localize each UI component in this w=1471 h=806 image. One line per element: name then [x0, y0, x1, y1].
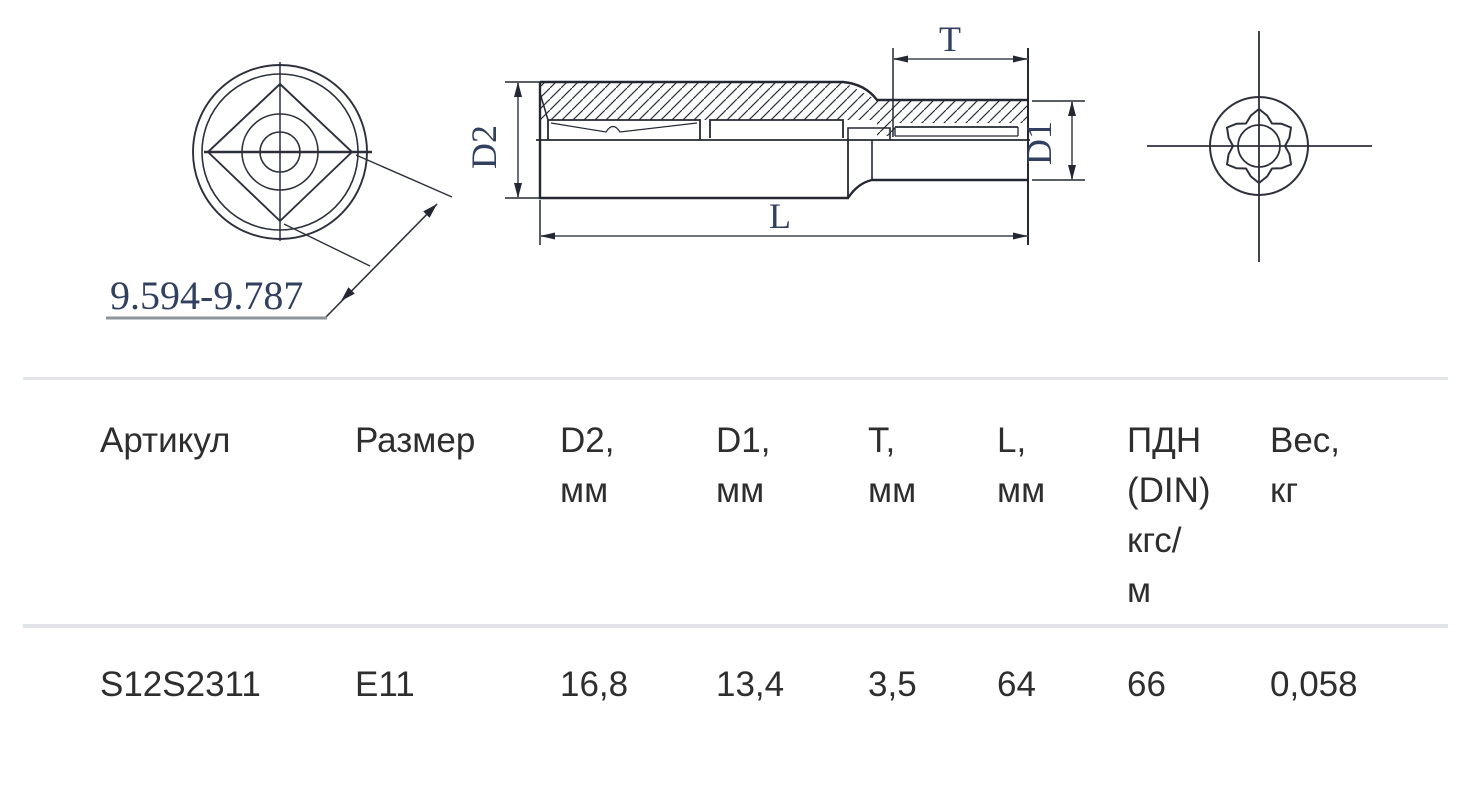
column-header-d2: D2, мм — [560, 416, 716, 616]
extension-line — [355, 154, 453, 198]
torx-profile — [1226, 108, 1292, 184]
cell-weight: 0,058 — [1270, 665, 1358, 704]
pilot-hole-circle — [259, 131, 301, 173]
header-line: мм — [868, 471, 917, 510]
cell-l: 64 — [997, 665, 1036, 704]
arrowhead — [1013, 55, 1028, 63]
arrowhead — [1068, 165, 1076, 180]
arrowhead — [341, 287, 355, 301]
header-line: ПДН — [1127, 421, 1202, 460]
dimension-label-l: L — [769, 196, 791, 236]
header-line: Размер — [355, 421, 476, 460]
header-line: (DIN) — [1127, 471, 1211, 510]
cell-article: S12S2311 — [100, 665, 261, 704]
torx-recess-profile — [550, 122, 698, 133]
header-line: Вес, — [1270, 421, 1341, 460]
torx-recess-outline — [547, 119, 701, 140]
arrowhead — [893, 55, 908, 63]
dimension-d2: D2 — [464, 81, 545, 199]
spec-table-header: Артикул Размер D2, мм D1, мм T, мм L, мм… — [100, 416, 1460, 616]
column-header-article: Артикул — [100, 416, 355, 616]
square-drive-dimension-label: 9.594-9.787 — [110, 273, 303, 318]
dimension-label-d1: D1 — [1019, 121, 1059, 165]
header-line: D1, — [716, 421, 771, 460]
header-line: кг — [1270, 471, 1299, 510]
arrowhead — [514, 183, 522, 198]
header-line: мм — [716, 471, 765, 510]
column-header-l: L, мм — [997, 416, 1127, 616]
square-drive-hole — [207, 83, 353, 222]
dimension-t: T — [892, 19, 1028, 137]
arrowhead — [514, 82, 522, 97]
header-line: L, — [997, 421, 1027, 460]
column-header-pdn: ПДН (DIN) кгс/ м — [1127, 416, 1270, 616]
technical-drawing: 9.594-9.787 — [0, 0, 1471, 372]
dimension-d1: D1 — [1019, 100, 1085, 181]
square-drive-end-view — [106, 62, 453, 320]
extension-line — [283, 223, 371, 267]
dimension-label-d2: D2 — [464, 125, 504, 169]
table-header-rule — [23, 624, 1448, 628]
header-line: мм — [560, 471, 609, 510]
spec-table-row: S12S2311 E11 16,8 13,4 3,5 64 66 0,058 — [100, 660, 1460, 710]
column-header-size: Размер — [355, 416, 560, 616]
header-line: Артикул — [100, 421, 231, 460]
chamfer-circle — [201, 73, 359, 231]
center-hole-circle — [1237, 124, 1281, 168]
cell-t: 3,5 — [868, 665, 917, 704]
cell-size: E11 — [355, 665, 415, 704]
dimension-l: L — [539, 196, 1028, 245]
header-line: кгс/ — [1127, 521, 1182, 560]
outer-profile-top — [540, 80, 1028, 102]
header-line: T, — [868, 421, 896, 460]
section-hatch-body — [540, 82, 877, 120]
entry-chamfer — [539, 92, 549, 121]
cell-d1: 13,4 — [716, 665, 785, 704]
dimension-label-t: T — [939, 19, 961, 59]
inner-bore-circle — [241, 113, 319, 191]
arrowhead — [423, 204, 437, 218]
torx-end-view — [1147, 31, 1372, 262]
table-top-rule — [23, 377, 1448, 380]
socket-drawing-svg: 9.594-9.787 — [106, 19, 1372, 320]
section-hatch-nose — [877, 100, 1028, 136]
arrowhead — [1068, 101, 1076, 116]
arrowhead — [1013, 232, 1028, 240]
socket-section-view: T D2 D1 L — [464, 19, 1085, 245]
middle-bore-outline — [709, 119, 844, 138]
outer-circle — [1209, 96, 1309, 196]
column-header-d1: D1, мм — [716, 416, 868, 616]
outer-circle — [192, 64, 368, 240]
cell-pdn: 66 — [1127, 665, 1166, 704]
step-bore-outline — [847, 127, 891, 140]
arrowhead — [540, 232, 555, 240]
header-line: мм — [997, 471, 1046, 510]
header-line: м — [1127, 571, 1152, 610]
cell-d2: 16,8 — [560, 665, 629, 704]
column-header-weight: Вес, кг — [1270, 416, 1460, 616]
header-line: D2, — [560, 421, 615, 460]
column-header-t: T, мм — [868, 416, 997, 616]
